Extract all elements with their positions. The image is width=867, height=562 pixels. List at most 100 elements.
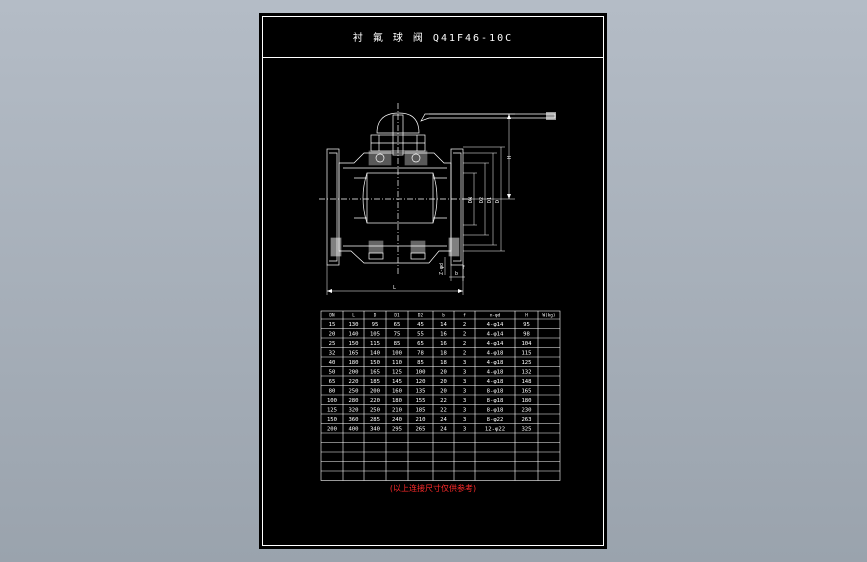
table-cell: 8-φ18 — [487, 408, 504, 414]
table-cell: 3 — [463, 389, 466, 395]
table-cell: 285 — [370, 417, 380, 423]
table-cell: 150 — [327, 417, 337, 423]
table-cell: 2 — [463, 332, 466, 338]
table-cell: 340 — [370, 427, 380, 433]
valve-bonnet — [376, 112, 420, 134]
table-cell: 250 — [348, 389, 358, 395]
table-cell: 75 — [394, 332, 401, 338]
dim-Z: Z-φd — [439, 263, 445, 275]
gland-right — [404, 150, 428, 166]
table-cell: 3 — [463, 417, 466, 423]
table-cell: 140 — [348, 332, 358, 338]
table-cell: 125 — [521, 360, 531, 366]
table-cell: 185 — [415, 408, 425, 414]
table-cell: 230 — [521, 408, 531, 414]
table-cell: 55 — [417, 332, 424, 338]
table-cell: 400 — [348, 427, 358, 433]
table-cell: 125 — [327, 408, 337, 414]
table-cell: 155 — [415, 398, 425, 404]
dim-H: H — [507, 156, 513, 159]
table-cell: 265 — [415, 427, 425, 433]
table-cell: 4-φ18 — [487, 379, 504, 385]
table-cell: 20 — [329, 332, 336, 338]
table-cell: 210 — [392, 408, 402, 414]
table-cell: 15 — [329, 322, 336, 328]
table-cell: 65 — [329, 379, 336, 385]
table-cell: 110 — [392, 360, 402, 366]
table-cell: 20 — [440, 370, 447, 376]
table-cell: 3 — [463, 379, 466, 385]
table-cell: 140 — [370, 351, 380, 357]
table-cell: 95 — [372, 322, 379, 328]
table-cell: 135 — [415, 389, 425, 395]
table-cell: 20 — [440, 379, 447, 385]
dimension-lines — [326, 113, 515, 295]
table-cell: 16 — [440, 332, 447, 338]
dim-DN: DN — [468, 197, 474, 203]
table-cell: 132 — [521, 370, 531, 376]
table-cell: 22 — [440, 398, 447, 404]
dim-L: L — [393, 285, 396, 291]
table-cell: 325 — [521, 427, 531, 433]
table-cell: 40 — [329, 360, 336, 366]
valve-body — [338, 152, 452, 264]
table-cell: 98 — [523, 332, 530, 338]
dim-D1: D1 — [487, 197, 493, 203]
table-cell: 100 — [392, 351, 402, 357]
table-cell: 3 — [463, 360, 466, 366]
table-cell: 148 — [521, 379, 532, 385]
table-cell: 115 — [370, 341, 380, 347]
table-cell: 263 — [521, 417, 531, 423]
table-cell: 45 — [417, 322, 424, 328]
table-cell: 8-φ18 — [487, 398, 504, 404]
table-cell: 4-φ14 — [487, 332, 504, 338]
table-cell: 85 — [417, 360, 424, 366]
table-cell: 14 — [440, 322, 447, 328]
table-cell: 180 — [392, 398, 402, 404]
table-cell: 20 — [440, 389, 447, 395]
valve-section-view — [319, 103, 556, 275]
table-cell: 4-φ18 — [487, 370, 504, 376]
dimension-table-grid — [320, 310, 561, 481]
table-cell: 210 — [415, 417, 425, 423]
dim-b: b — [455, 271, 458, 277]
table-cell: 18 — [440, 360, 447, 366]
table-cell: 50 — [329, 370, 336, 376]
table-cell: 280 — [348, 398, 358, 404]
table-cell: 8-φ18 — [487, 389, 504, 395]
table-cell: 3 — [463, 427, 466, 433]
table-cell: 200 — [327, 427, 337, 433]
table-cell: 220 — [348, 379, 358, 385]
table-cell: 4-φ14 — [487, 341, 504, 347]
reference-note: (以上连接尺寸仅供参考) — [389, 484, 477, 493]
table-cell: 2 — [463, 351, 466, 357]
table-cell: 115 — [521, 351, 531, 357]
table-cell: 12-φ22 — [485, 427, 505, 433]
table-cell: 200 — [370, 389, 380, 395]
table-cell: 165 — [348, 351, 358, 357]
table-cell: 360 — [348, 417, 358, 423]
table-cell: 165 — [521, 389, 531, 395]
table-cell: 2 — [463, 322, 466, 328]
handle-grip — [546, 112, 556, 120]
table-cell: 220 — [370, 398, 380, 404]
table-cell: 100 — [415, 370, 425, 376]
table-header-cell: DN — [329, 313, 335, 319]
table-header-cell: b — [442, 313, 445, 319]
table-cell: 240 — [392, 417, 402, 423]
table-cell: 8-φ22 — [487, 417, 504, 423]
table-cell: 4-φ18 — [487, 351, 504, 357]
table-cell: 130 — [348, 322, 358, 328]
table-cell: 25 — [329, 341, 336, 347]
table-header-cell: H — [525, 313, 528, 319]
table-cell: 180 — [521, 398, 531, 404]
outer-frame — [262, 16, 604, 546]
table-cell: 3 — [463, 370, 466, 376]
table-header-cell: D2 — [418, 313, 424, 319]
valve-bore — [366, 172, 434, 224]
table-cell: 22 — [440, 408, 447, 414]
dim-D2: D2 — [479, 197, 485, 203]
table-cell: 24 — [440, 417, 447, 423]
